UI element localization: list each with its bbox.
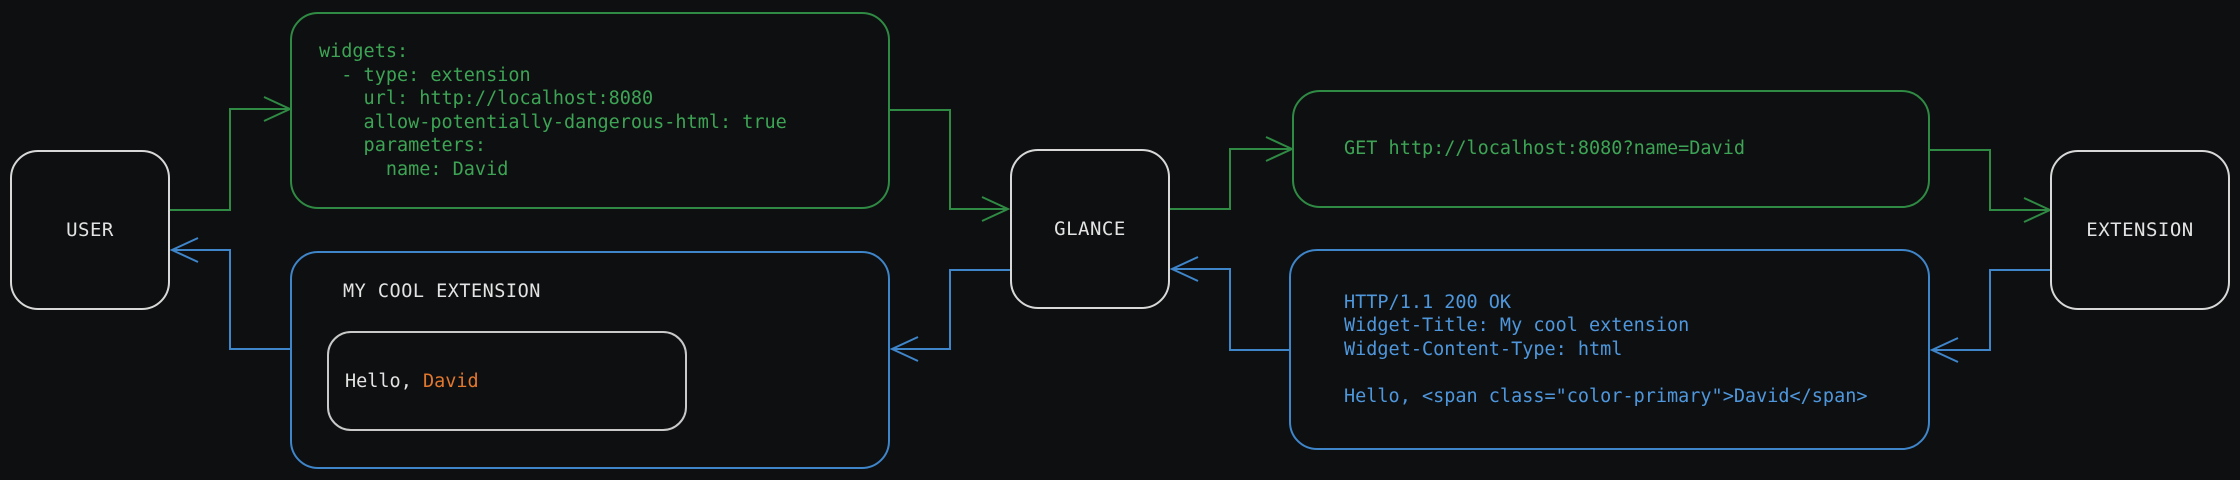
extension-node-label: EXTENSION	[2086, 219, 2194, 241]
extension-node: EXTENSION	[2050, 150, 2230, 310]
widget-render-frame: Hello, David	[327, 331, 687, 431]
arrow-user-to-config	[170, 96, 293, 211]
arrow-response-to-glance	[1169, 256, 1289, 351]
user-node: USER	[10, 150, 170, 310]
arrow-glance-to-widget	[889, 269, 1010, 362]
arrow-request-to-extension	[1930, 149, 2053, 223]
http-request-box: GET http://localhost:8080?name=David	[1292, 90, 1930, 208]
arrow-config-to-glance	[890, 109, 1011, 222]
user-node-label: USER	[66, 219, 114, 241]
widget-hello-text: Hello, David	[329, 371, 479, 392]
glance-node: GLANCE	[1010, 149, 1170, 309]
glance-node-label: GLANCE	[1054, 218, 1126, 240]
http-response-code: HTTP/1.1 200 OK Widget-Title: My cool ex…	[1344, 291, 1868, 407]
yaml-config-box: widgets: - type: extension url: http://l…	[290, 12, 890, 209]
yaml-config-code: widgets: - type: extension url: http://l…	[319, 41, 787, 180]
arrow-glance-to-request	[1170, 136, 1295, 210]
hello-name: David	[422, 370, 479, 392]
arrow-widget-to-user	[169, 237, 290, 350]
http-response-box: HTTP/1.1 200 OK Widget-Title: My cool ex…	[1289, 249, 1930, 450]
arrow-extension-to-response	[1929, 269, 2050, 363]
hello-prefix: Hello,	[345, 370, 423, 392]
rendered-widget-box: MY COOL EXTENSION Hello, David	[290, 251, 890, 469]
widget-title: MY COOL EXTENSION	[343, 281, 541, 302]
http-request-code: GET http://localhost:8080?name=David	[1344, 138, 1745, 160]
